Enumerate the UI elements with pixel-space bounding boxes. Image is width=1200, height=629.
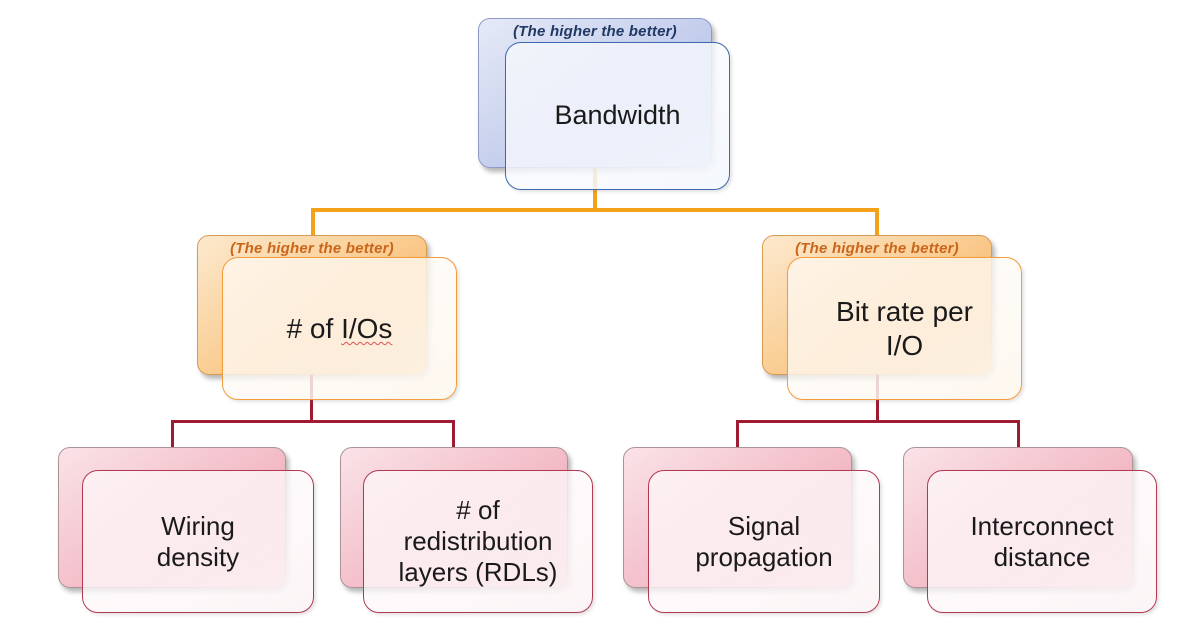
annotation-label: (The higher the better): [513, 23, 677, 40]
node-interconnect-label: Interconnect distance: [970, 510, 1114, 572]
node-signal-label: Signal propagation: [695, 510, 833, 572]
connector-segment: [171, 420, 455, 423]
connector-segment: [736, 420, 1020, 423]
connector-segment: [311, 210, 315, 237]
node-numios-label-spellchecked-word: I/Os: [341, 312, 393, 344]
node-signal: Signal propagation: [648, 470, 880, 613]
annotation-label: (The higher the better): [230, 240, 394, 257]
node-rdl-label: # of redistribution layers (RDLs): [398, 495, 558, 587]
node-bitrate: Bit rate per I/O: [787, 257, 1022, 400]
connector-segment: [171, 421, 174, 448]
node-numios-label: # of I/Os: [287, 312, 393, 345]
node-numios-label-prefix: # of: [286, 312, 342, 344]
connector-segment: [311, 208, 879, 212]
connector-segment: [452, 421, 455, 448]
node-bandwidth-label: Bandwidth: [554, 100, 681, 131]
node-numios: # of I/Os: [222, 257, 457, 400]
connector-segment: [736, 421, 739, 448]
node-interconnect: Interconnect distance: [927, 470, 1157, 613]
node-wiringdensity: Wiring density: [82, 470, 314, 613]
node-wiringdensity-label: Wiring density: [156, 510, 240, 572]
annotation-label: (The higher the better): [795, 240, 959, 257]
node-bandwidth: Bandwidth: [505, 42, 730, 190]
node-rdl: # of redistribution layers (RDLs): [363, 470, 593, 613]
connector-segment: [875, 210, 879, 237]
connector-segment: [1017, 421, 1020, 448]
node-bitrate-label: Bit rate per I/O: [836, 296, 973, 361]
